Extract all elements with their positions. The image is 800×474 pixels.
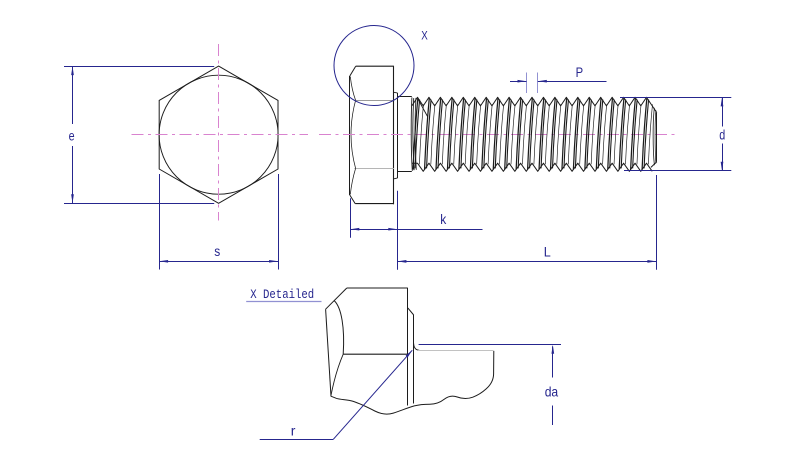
svg-text:P: P — [576, 64, 584, 80]
svg-text:d: d — [719, 127, 725, 143]
svg-text:da: da — [545, 384, 559, 400]
svg-text:L: L — [544, 243, 551, 259]
svg-text:X Detailed: X Detailed — [250, 287, 314, 302]
svg-text:k: k — [440, 211, 447, 227]
svg-text:s: s — [214, 243, 220, 259]
svg-text:e: e — [69, 127, 75, 143]
svg-text:X: X — [421, 29, 428, 43]
svg-text:r: r — [291, 422, 296, 438]
